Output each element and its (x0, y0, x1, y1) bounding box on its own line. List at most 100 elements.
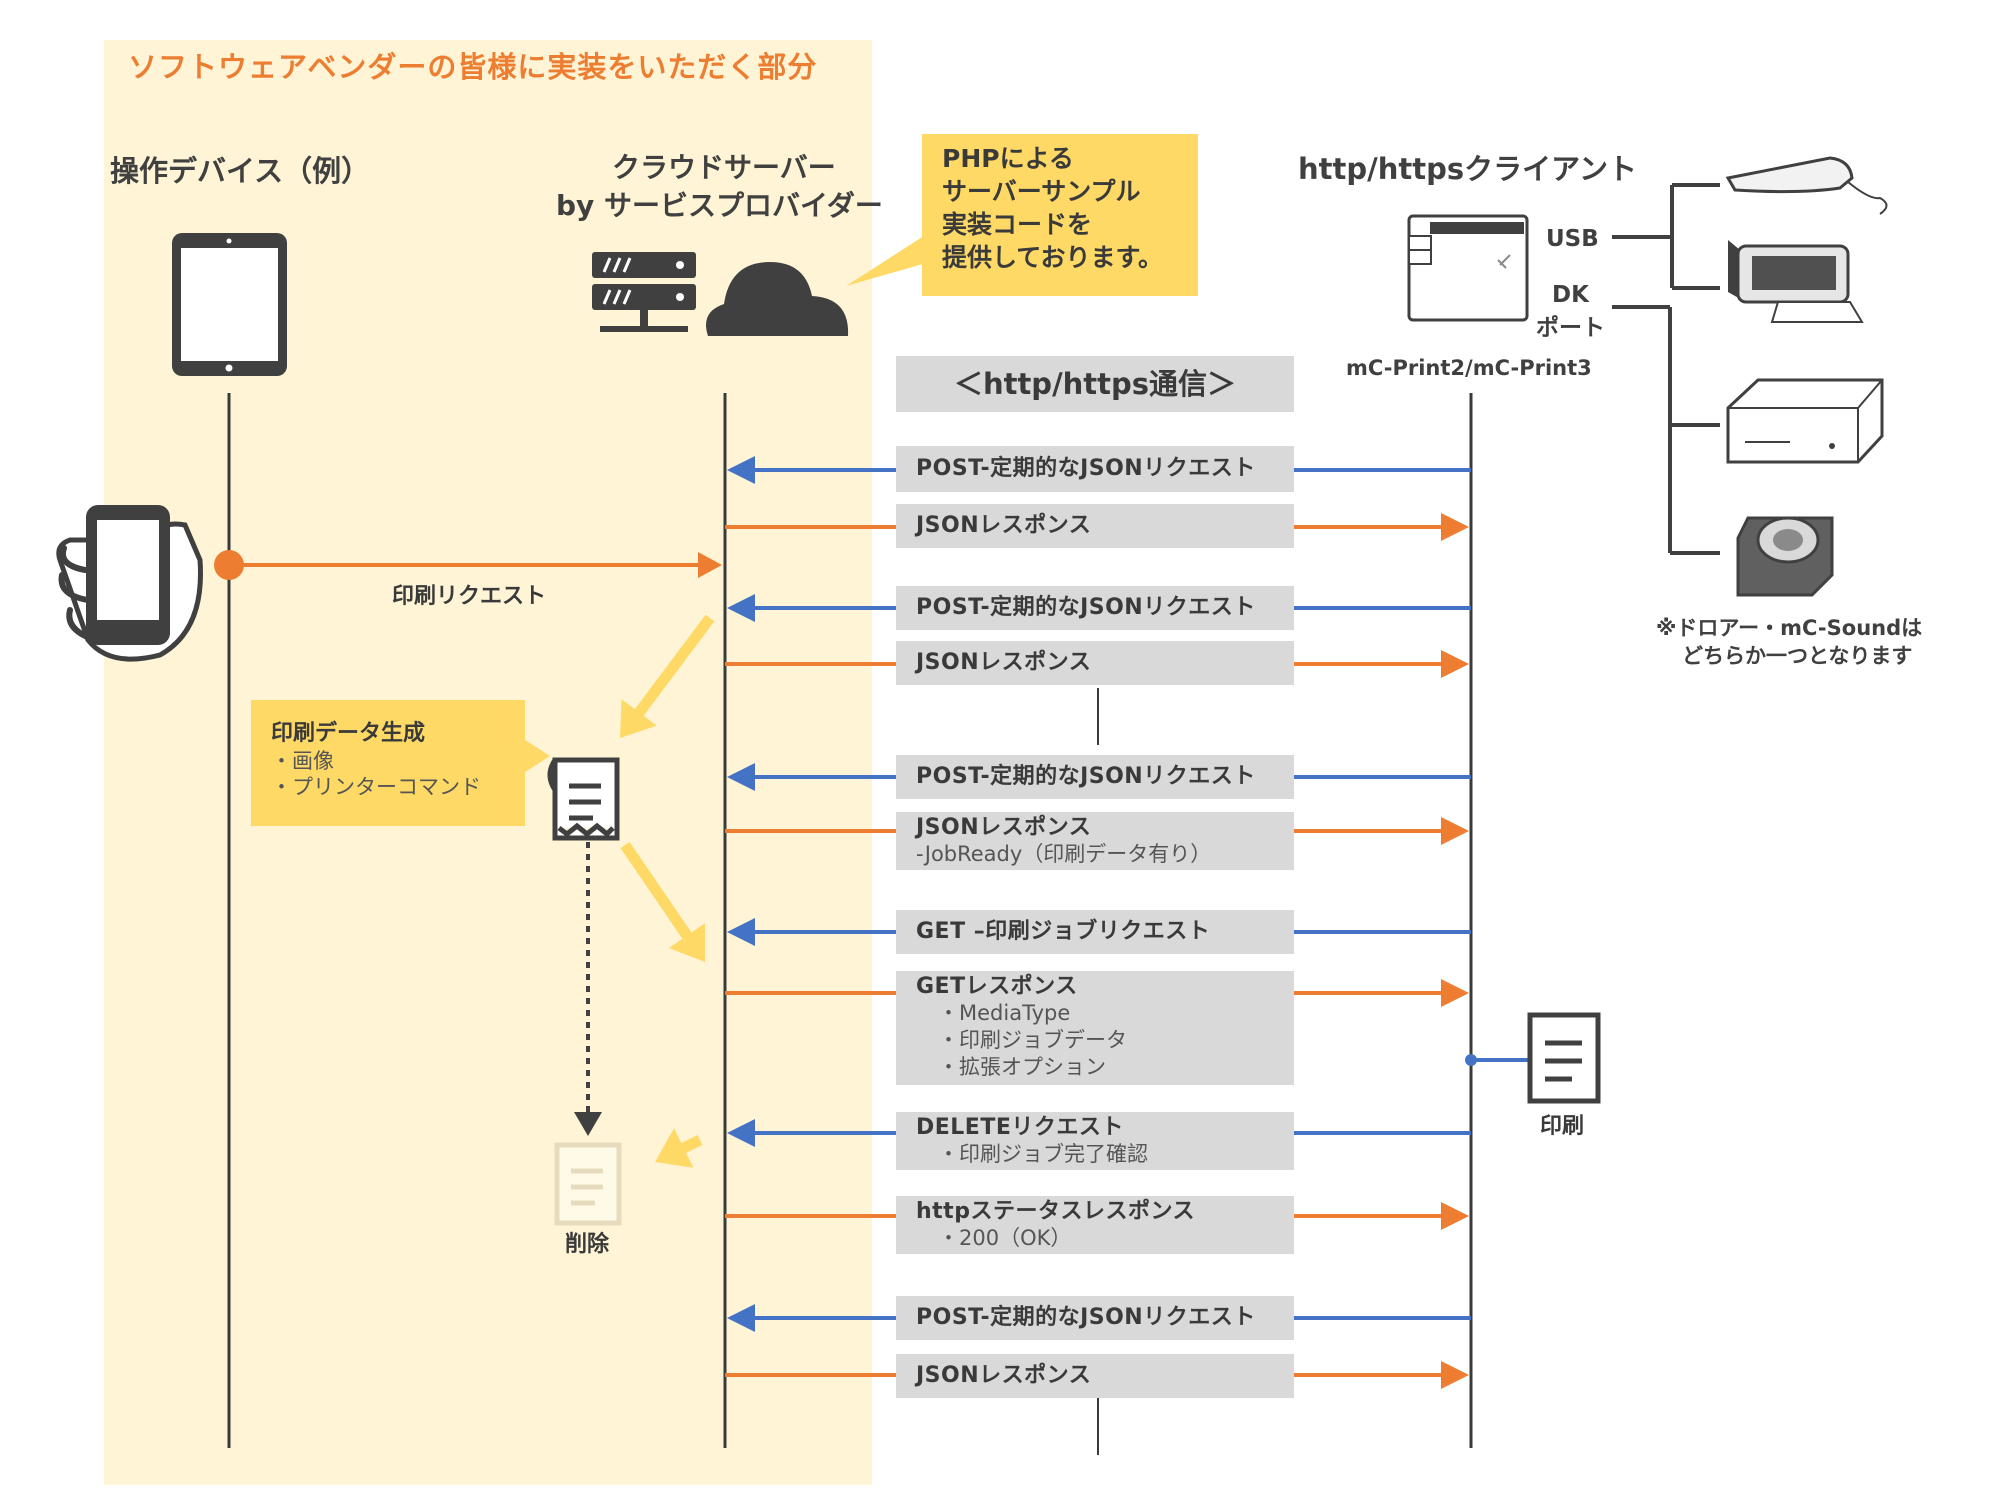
flow-arrows (620, 614, 715, 1168)
print-request-arrow (214, 550, 722, 580)
message-title: POST-定期的なJSONリクエスト (916, 595, 1256, 620)
phone-in-hand-icon (56, 505, 203, 662)
message-title: JSONレスポンス (916, 650, 1092, 675)
tablet-icon (172, 233, 287, 376)
arrow-head (1441, 979, 1469, 1007)
message-title: POST-定期的なJSONリクエスト (916, 1305, 1256, 1330)
php-callout-line: サーバーサンプル (942, 177, 1141, 206)
customer-display-icon (1728, 240, 1864, 323)
cloud-lane-title-line2: by サービスプロバイダー (556, 189, 883, 222)
php-callout-line: PHPによる (942, 144, 1074, 173)
arrow-head (727, 763, 755, 791)
message-box: POST-定期的なJSONリクエスト (896, 446, 1294, 492)
data-gen-item: ・プリンターコマンド (271, 775, 481, 799)
data-gen-callout-pointer (522, 738, 550, 774)
response-arrow (725, 1202, 1469, 1230)
print-request-label: 印刷リクエスト (392, 584, 547, 609)
message-title: JSONレスポンス (916, 1363, 1092, 1388)
delete-arrow-head (574, 1112, 602, 1136)
arrow-head (1441, 817, 1469, 845)
message-title: JSONレスポンス (916, 815, 1092, 840)
protocol-header-label: ＜http/https通信＞ (953, 367, 1237, 401)
flow-arrow (620, 841, 706, 962)
message-title: JSONレスポンス (916, 513, 1092, 538)
arrow-head (1441, 1202, 1469, 1230)
arrow-head (727, 918, 755, 946)
print-label: 印刷 (1540, 1114, 1585, 1139)
php-callout-pointer (846, 232, 930, 286)
message-title: POST-定期的なJSONリクエスト (916, 764, 1256, 789)
port-connection-lines (1612, 183, 1720, 555)
cash-drawer-icon (1726, 378, 1884, 464)
message-detail: ・200（OK） (938, 1226, 1072, 1250)
device-lane-title: 操作デバイス（例） (110, 154, 371, 188)
flow-arrow (620, 614, 715, 738)
print-connector-dot (1465, 1054, 1477, 1066)
message-detail: ・印刷ジョブデータ (938, 1028, 1127, 1052)
response-arrow (725, 1361, 1469, 1389)
message-box: JSONレスポンス (896, 1354, 1294, 1398)
response-arrow (725, 817, 1469, 845)
cloud-lane-title-line1: クラウドサーバー (612, 151, 836, 184)
arrow-head (1441, 1361, 1469, 1389)
message-title: httpステータスレスポンス (916, 1199, 1196, 1224)
message-box: POST-定期的なJSONリクエスト (896, 755, 1294, 799)
client-lane-title: http/httpsクライアント (1298, 152, 1637, 186)
message-box: JSONレスポンス (896, 641, 1294, 685)
printer-model-label: mC-Print2/mC-Print3 (1346, 356, 1592, 380)
printed-receipt-icon (1527, 1012, 1601, 1104)
data-gen-callout: 印刷データ生成 ・画像 ・プリンターコマンド (251, 700, 525, 826)
response-arrow (725, 650, 1469, 678)
message-title: GET –印刷ジョブリクエスト (916, 919, 1211, 944)
arrow-head (1441, 513, 1469, 541)
message-box: JSONレスポンス (896, 504, 1294, 548)
message-title: DELETEリクエスト (916, 1115, 1124, 1140)
message-box: GETレスポンス・MediaType ・印刷ジョブデータ・拡張オプション (896, 971, 1294, 1085)
data-gen-item: ・画像 (271, 749, 334, 773)
message-title: POST-定期的なJSONリクエスト (916, 456, 1256, 481)
request-arrow (727, 456, 1471, 484)
message-box: DELETEリクエスト・印刷ジョブ完了確認 (896, 1112, 1294, 1170)
message-box: POST-定期的なJSONリクエスト (896, 1296, 1294, 1340)
dk-port-label-line2: ポート (1536, 315, 1605, 341)
request-arrow (727, 918, 1471, 946)
arrow-head (727, 1119, 755, 1147)
printer-icon (1407, 214, 1529, 322)
server-cloud-icon (592, 252, 849, 336)
delete-label: 削除 (565, 1232, 610, 1257)
request-arrow (727, 1304, 1471, 1332)
data-gen-title: 印刷データ生成 (271, 721, 426, 746)
deleted-receipt-icon (554, 1142, 622, 1226)
vendor-area-title: ソフトウェアベンダーの皆様に実装をいただく部分 (128, 50, 818, 84)
message-box: POST-定期的なJSONリクエスト (896, 586, 1294, 630)
message-box: GET –印刷ジョブリクエスト (896, 910, 1294, 954)
arrow-head (727, 1304, 755, 1332)
php-callout-line: 実装コードを (942, 210, 1093, 239)
request-arrow (727, 594, 1471, 622)
peripheral-note-line2: どちらか一つとなります (1682, 644, 1913, 668)
php-callout: PHPによる サーバーサンプル 実装コードを 提供しております。 (922, 134, 1198, 296)
arrow-head (727, 456, 755, 484)
message-arrows (725, 456, 1471, 1389)
protocol-header: ＜http/https通信＞ (896, 356, 1294, 412)
message-detail: ・MediaType (938, 1001, 1071, 1025)
message-box: httpステータスレスポンス・200（OK） (896, 1196, 1294, 1254)
message-detail: ・印刷ジョブ完了確認 (938, 1142, 1148, 1166)
response-arrow (725, 979, 1469, 1007)
request-arrow (727, 1119, 1471, 1147)
mc-sound-icon (1736, 516, 1834, 597)
message-detail: ・拡張オプション (938, 1055, 1106, 1079)
php-callout-line: 提供しております。 (942, 243, 1164, 272)
arrow-head (1441, 650, 1469, 678)
dk-port-label-line1: DK (1552, 282, 1589, 308)
peripheral-note-line1: ※ドロアー・mC-Soundは (1656, 616, 1923, 640)
arrow-head (727, 594, 755, 622)
message-title: GETレスポンス (916, 974, 1078, 999)
barcode-scanner-icon (1725, 156, 1888, 215)
response-arrow (725, 513, 1469, 541)
message-box: JSONレスポンス-JobReady（印刷データ有り） (896, 812, 1294, 870)
flow-arrow (655, 1128, 703, 1168)
receipt-icon (547, 757, 620, 841)
